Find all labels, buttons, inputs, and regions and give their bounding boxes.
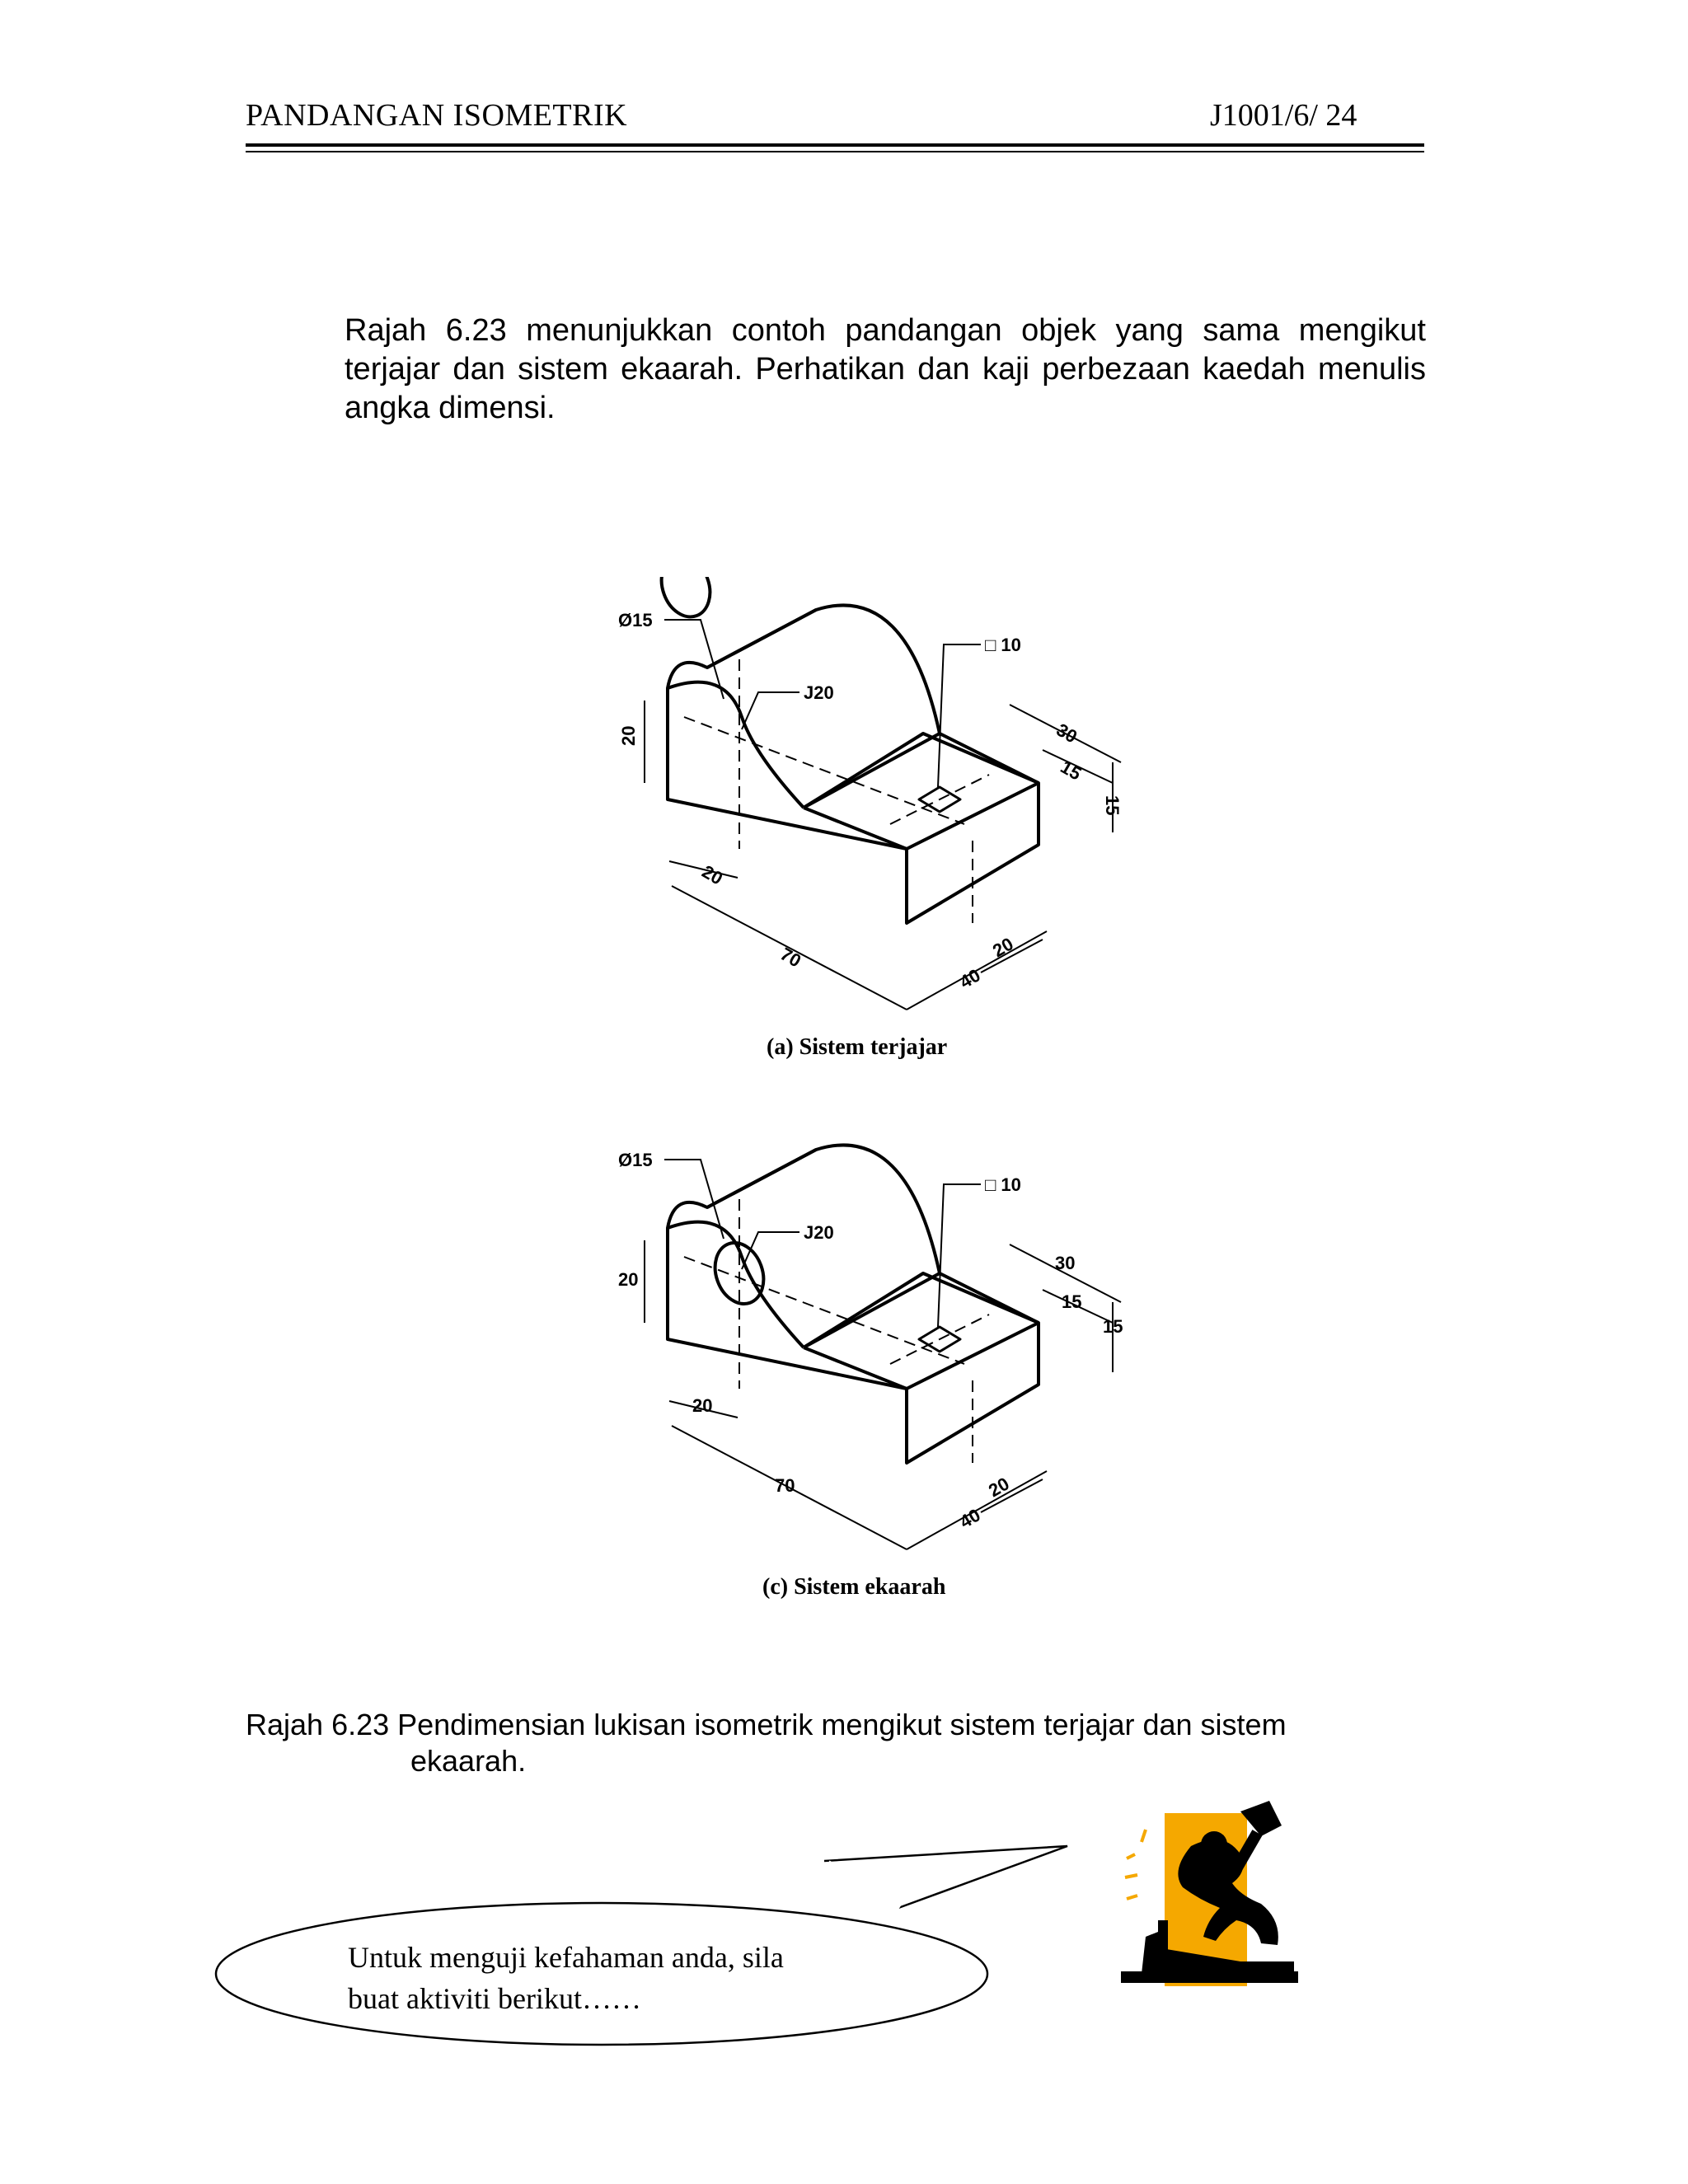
dim-width-left: 20 (692, 1395, 712, 1416)
dim-square: □ 10 (985, 635, 1021, 655)
dim-height-right: 15 (1103, 1316, 1123, 1337)
header-title: PANDANGAN ISOMETRIK (246, 98, 628, 133)
figure-caption-line2: ekaarah. (410, 1744, 527, 1778)
figure-a: Ø15 J20 □ 10 20 20 70 30 15 15 20 40 (a)… (610, 577, 1137, 1071)
dim-height-right: 15 (1102, 795, 1123, 815)
hammer-clipart-icon (1121, 1801, 1298, 1986)
dim-depth-top: 30 (1053, 719, 1081, 748)
header-rule (246, 143, 1424, 147)
speech-bubble (214, 1844, 1068, 2046)
dim-depth-half: 15 (1057, 757, 1085, 785)
header-rule-thin (246, 151, 1424, 152)
dim-diameter: Ø15 (618, 610, 653, 630)
figure-a-caption: (a) Sistem terjajar (767, 1034, 948, 1060)
figure-c: Ø15 J20 □ 10 20 20 70 30 15 15 20 40 (c)… (610, 1117, 1137, 1611)
isometric-drawing-a: Ø15 J20 □ 10 20 20 70 30 15 15 20 40 (618, 577, 1123, 1010)
figure-caption-line1: Rajah 6.23 Pendimensian lukisan isometri… (246, 1708, 1287, 1741)
isometric-drawing-c: Ø15 J20 □ 10 20 20 70 30 15 15 20 40 (618, 1143, 1123, 1550)
speech-bubble-line1: Untuk menguji kefahaman anda, sila (348, 1941, 784, 1974)
speech-bubble-text: Untuk menguji kefahaman anda, sila buat … (348, 1937, 859, 2019)
figure-c-caption: (c) Sistem ekaarah (762, 1574, 946, 1600)
dim-diameter: Ø15 (618, 1150, 653, 1170)
dim-length: 70 (775, 1475, 795, 1496)
dim-square: □ 10 (985, 1174, 1021, 1195)
dim-depth-top: 30 (1055, 1253, 1075, 1273)
dim-length: 70 (777, 944, 805, 972)
dim-width-left: 20 (699, 861, 727, 889)
dim-height-left: 20 (618, 726, 639, 746)
header-page-code: J1001/6/ 24 (1210, 98, 1357, 133)
dim-radius: J20 (804, 682, 834, 703)
dim-depth-half: 15 (1062, 1291, 1081, 1312)
dim-height-left: 20 (618, 1269, 638, 1290)
intro-paragraph: Rajah 6.23 menunjukkan contoh pandangan … (345, 313, 1426, 425)
speech-bubble-line2: buat aktiviti berikut…… (348, 1982, 641, 2015)
dim-width-front: 20 (989, 933, 1017, 961)
dim-radius: J20 (804, 1222, 834, 1243)
